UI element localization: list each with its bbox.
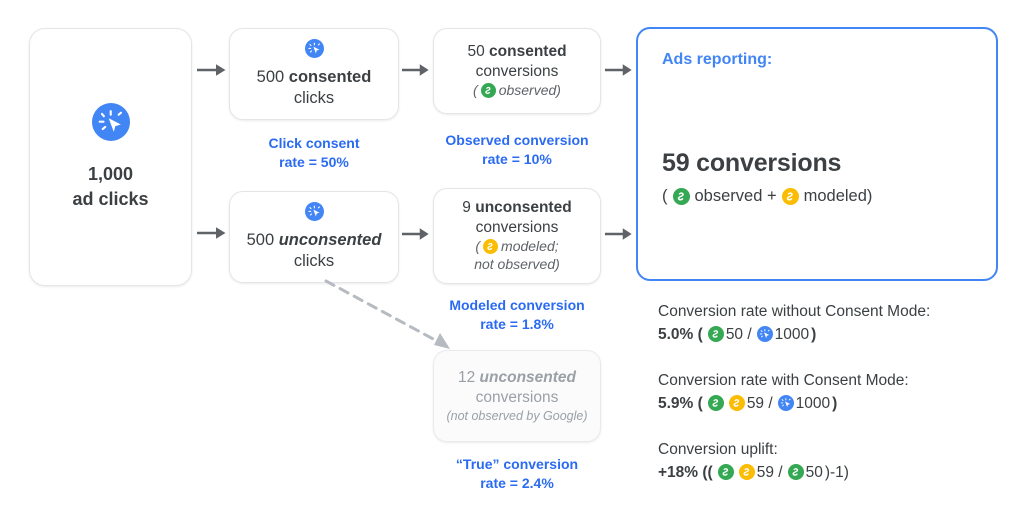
unconsented-conv-count: 9 [462,199,471,217]
ad-click-icon [757,323,773,348]
true-conv-count: 12 [457,369,476,387]
unconsented-clicks-line2: clicks [293,252,335,270]
ad-click-icon [92,103,130,146]
box-unconsented-conversions: 9 unconsented conversions ( modeled; not… [433,188,601,284]
stat-value: 5.0% ( 50 / 1000 ) [658,323,1018,348]
box-true-conversions: 12 unconsented conversions (not observed… [433,350,601,442]
stat-label: Conversion rate with Consent Mode: [658,372,909,390]
stat-part-text: 50 / [725,326,752,344]
consented-conv-emphasis: consented [489,43,567,61]
stat-label: Conversion uplift: [658,441,778,459]
consented-conv-line1: 50 consented [467,42,566,62]
conversion-observed-icon [673,187,690,206]
conversion-observed-icon [788,461,804,486]
paren-open: ( [662,187,668,205]
ads-reporting-title: Ads reporting: [662,51,773,68]
unconsented-clicks-count: 500 [246,230,275,249]
label-click-consent-rate: Click consent rate = 50% [229,134,399,172]
ads-reporting-breakdown: ( observed + modeled) [662,187,872,206]
unconsented-conv-note-text: modeled; [501,237,559,254]
ad-click-icon [305,39,324,63]
conversion-observed-icon [718,461,734,486]
arrow-total-to-unconsented [196,225,228,241]
unconsented-conv-note2: not observed) [474,255,560,272]
arrow-unconsented-conversions-to-ads [604,226,634,242]
conversion-observed-icon [708,323,724,348]
ads-reporting-modeled-text: modeled) [803,187,873,205]
total-clicks-count: 1,000 [87,164,134,185]
consented-clicks-line2: clicks [293,89,335,107]
label-true-conversion-rate-line2: rate = 2.4% [480,474,554,491]
stat-conversion-uplift: Conversion uplift: +18% (( 59 / 50 )-1) [658,438,1018,486]
consented-clicks-line1: 500 consented [257,67,372,88]
box-consented-clicks: 500 consented clicks [229,28,399,120]
label-true-conversion-rate-line1: “True” conversion [455,456,579,472]
label-observed-conversion-rate-line2: rate = 10% [482,150,552,167]
stat-value-prefix: +18% (( [658,464,713,482]
true-conv-note: (not observed by Google) [446,408,588,423]
stat-conversion-rate-with-consent-mode: Conversion rate with Consent Mode: 5.9% … [658,369,1018,417]
stat-part-text: 59 / [746,395,773,413]
consented-conv-line2: conversions [475,63,559,81]
consented-clicks-emphasis: consented [288,67,372,86]
ad-click-icon [305,202,324,226]
stat-label: Conversion rate without Consent Mode: [658,303,931,320]
box-unconsented-clicks: 500 unconsented clicks [229,191,399,283]
stat-part-text: 59 / [756,464,783,482]
paren-open: ( [473,81,478,98]
conversion-observed-icon [708,392,724,417]
consented-conv-note: ( observed) [473,82,561,100]
paren-open: ( [475,237,481,254]
conversion-observed-icon [481,82,496,100]
unconsented-clicks-emphasis: unconsented [278,230,382,249]
stat-value: 5.9% ( 59 / 1000 ) [658,392,1018,417]
arrow-total-to-consented [196,62,228,78]
consented-clicks-count: 500 [256,67,285,86]
ads-reporting-observed-text: observed + [694,187,777,205]
label-modeled-conversion-rate-line2: rate = 1.8% [480,315,554,332]
stat-value-prefix: 5.0% ( [658,326,703,344]
arrow-consented-conversions-to-ads [604,62,634,78]
unconsented-conv-emphasis: unconsented [475,199,572,217]
conversion-modeled-icon [782,187,799,206]
label-observed-conversion-rate: Observed conversion rate = 10% [423,131,611,169]
label-click-consent-rate-line2: rate = 50% [279,153,349,170]
stat-value: +18% (( 59 / 50 )-1) [658,461,1018,486]
arrow-dashed-unconsented-to-true [324,279,450,349]
stat-value-suffix: )-1) [824,464,849,482]
stat-value-suffix: ) [811,326,817,344]
label-true-conversion-rate: “True” conversion rate = 2.4% [423,455,611,493]
label-modeled-conversion-rate-line1: Modeled conversion [449,297,585,313]
total-clicks-label: ad clicks [72,188,149,209]
stat-part-text: 1000 [795,395,831,413]
box-total-ad-clicks: 1,000 ad clicks [29,28,192,286]
ad-click-icon [778,392,794,417]
stat-value-suffix: ) [832,395,838,413]
unconsented-conv-note: ( modeled; [475,237,559,256]
label-click-consent-rate-line1: Click consent [268,135,360,151]
ads-reporting-headline: 59 conversions [662,149,842,177]
arrow-consented-clicks-to-conversions [401,62,431,78]
stat-conversion-rate-without-consent-mode: Conversion rate without Consent Mode: 5.… [658,300,1018,348]
ads-reporting-panel: Ads reporting: 59 conversions ( observed… [636,27,998,281]
unconsented-clicks-line1: 500 unconsented [247,230,382,251]
consented-conv-count: 50 [467,43,485,61]
label-observed-conversion-rate-line1: Observed conversion [445,132,589,148]
arrow-unconsented-clicks-to-conversions [401,226,431,242]
label-modeled-conversion-rate: Modeled conversion rate = 1.8% [423,296,611,334]
unconsented-conv-line2: conversions [475,219,559,237]
true-conv-line2: conversions [475,389,559,406]
conversion-modeled-icon [483,238,498,256]
consented-conv-note-text: observed) [498,81,561,98]
stat-value-prefix: 5.9% ( [658,395,703,413]
stats-list: Conversion rate without Consent Mode: 5.… [658,300,1018,507]
conversion-modeled-icon [739,461,755,486]
conversion-modeled-icon [729,392,745,417]
true-conv-line1: 12 unconsented [458,368,576,388]
stat-part-text: 1000 [774,326,810,344]
box-consented-conversions: 50 consented conversions ( observed) [433,28,601,114]
true-conv-emphasis: unconsented [479,369,576,387]
stat-part-text: 50 [805,464,823,482]
unconsented-conv-line1: 9 unconsented [462,198,571,218]
